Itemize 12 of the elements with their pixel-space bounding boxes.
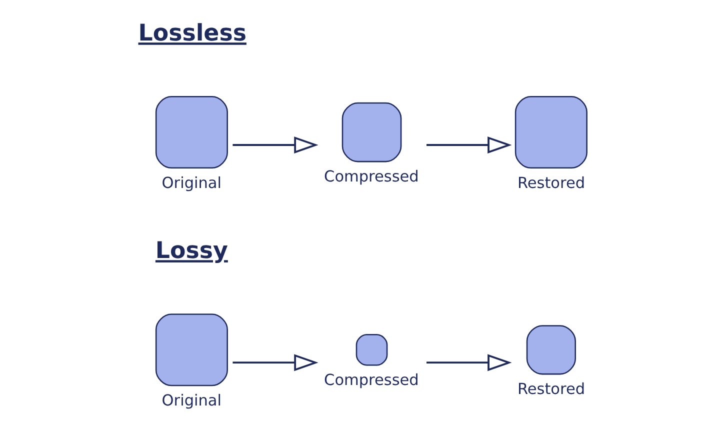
label: Lossy [155,238,228,264]
arrow [232,136,318,154]
node-label: Original [162,174,222,192]
node-label: Restored [517,380,586,398]
node-label: Original [162,391,222,410]
arrow [232,354,318,372]
arrow [426,354,512,372]
node-label: Restored [517,174,586,192]
node-label: Compressed [324,371,419,390]
node-label: Compressed [324,167,419,186]
label: Lossless [138,20,246,47]
arrow [426,136,512,154]
